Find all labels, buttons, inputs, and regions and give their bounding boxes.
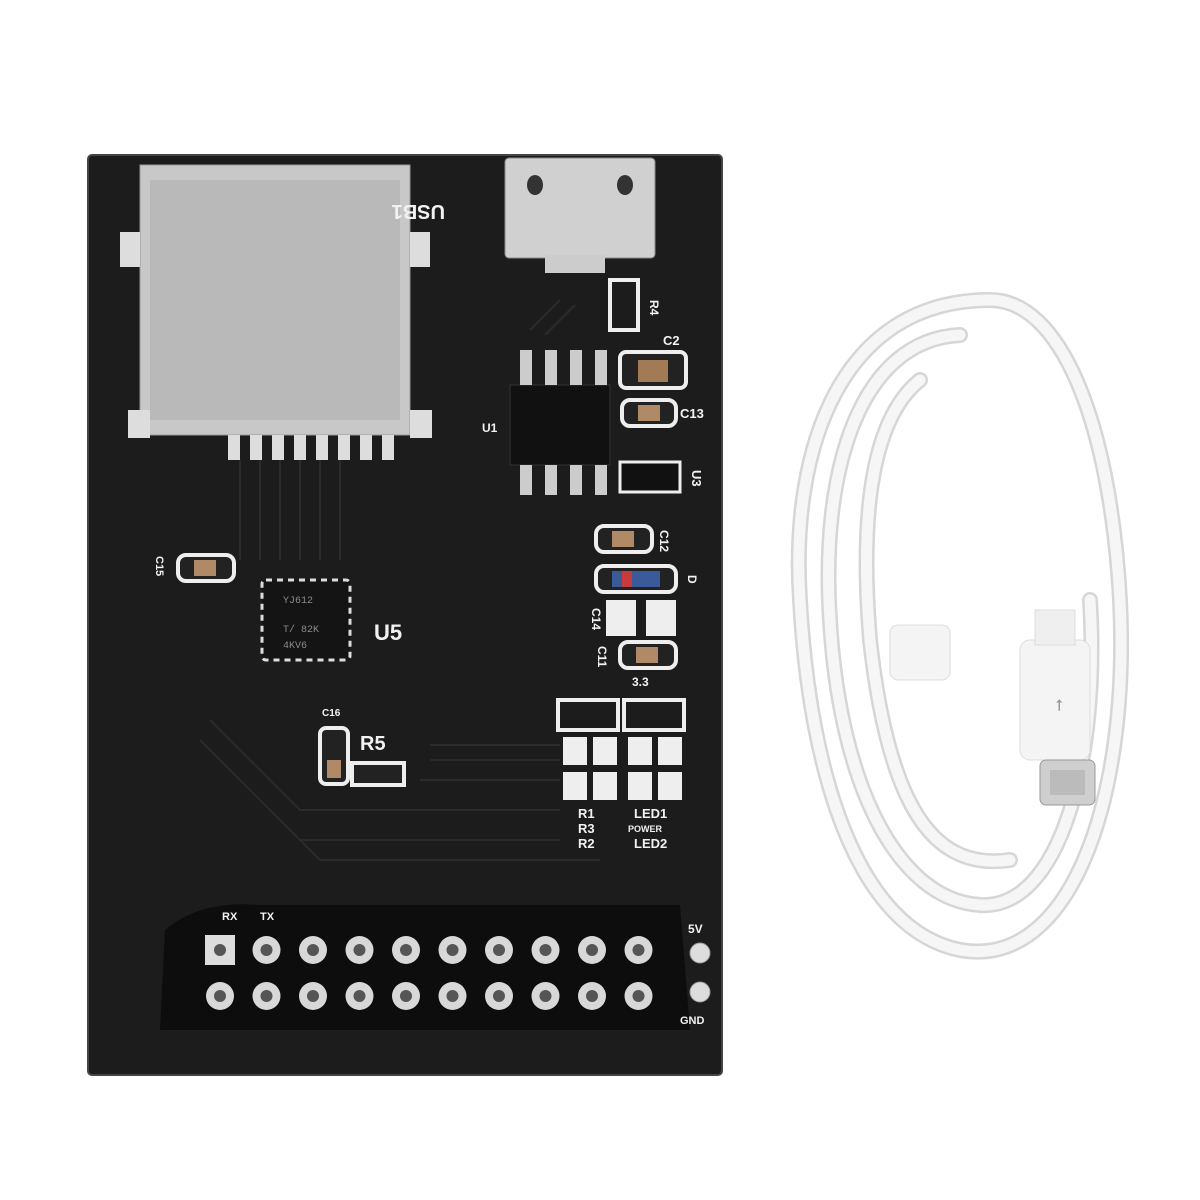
5v-label: 5V [688, 922, 703, 936]
pin-hole [446, 944, 459, 956]
pin-hole [400, 990, 412, 1002]
u5-marking-line: 4KV6 [283, 641, 307, 652]
usb-a-plug [1019, 609, 1091, 761]
power-label: POWER [628, 824, 663, 834]
pin-hole [586, 990, 598, 1002]
micro-usb-plug [1039, 759, 1096, 806]
pin-hole [539, 944, 552, 956]
5v-pad [689, 942, 711, 964]
u3-label: U3 [689, 470, 704, 487]
u5-chip: YJ612 T/ 82K 4KV6 [260, 578, 352, 662]
u1-chip [509, 350, 611, 495]
r5-label: R5 [360, 733, 386, 755]
pin-hole [539, 990, 552, 1002]
pin-hole [446, 990, 459, 1002]
pin-hole [493, 990, 505, 1002]
c16-label: C16 [322, 708, 341, 719]
tx-label: TX [260, 911, 275, 923]
pcb-board: USB1 U1 R4 C2 C13 U3 C12 [87, 154, 723, 1076]
u5-marking-line: T/ 82K [283, 624, 319, 636]
c13-label: C13 [680, 406, 704, 421]
pin-hole [260, 944, 273, 956]
gnd-label: GND [680, 1015, 705, 1027]
pin-hole [307, 944, 319, 956]
pin-hole [214, 944, 226, 956]
usb-symbol-icon: ⭠ [1051, 699, 1068, 712]
u1-label: U1 [482, 421, 498, 435]
led2-label: LED2 [634, 836, 667, 851]
cable-strain-relief [889, 624, 951, 681]
c14-pad [606, 600, 636, 636]
c11-label: C11 [595, 646, 609, 668]
pin-hole [214, 990, 226, 1002]
pin-hole [586, 944, 598, 956]
pin-hole [307, 990, 319, 1002]
c14-label: C14 [589, 608, 603, 630]
usb1-label: USB1 [392, 200, 445, 222]
rx-label: RX [222, 911, 238, 923]
c2-label: C2 [663, 333, 680, 348]
r3-label: R3 [578, 821, 595, 836]
pin-hole [260, 990, 273, 1002]
pin-hole [353, 944, 366, 956]
pin-hole [400, 944, 412, 956]
c14-pad [646, 600, 676, 636]
c15-label: C15 [153, 556, 165, 576]
c12-label: C12 [657, 530, 671, 552]
pin-hole [632, 990, 645, 1002]
resistor-led-pads [556, 698, 686, 800]
r1-label: R1 [578, 806, 595, 821]
r2-label: R2 [578, 836, 595, 851]
pin-hole [632, 944, 645, 956]
v33-label: 3.3 [632, 675, 649, 689]
r4-label: R4 [647, 300, 661, 316]
micro-usb-port [504, 157, 656, 273]
u5-label: U5 [374, 620, 402, 645]
usb-cable [790, 292, 1130, 960]
led1-label: LED1 [634, 806, 667, 821]
u5-marking-line: YJ612 [283, 596, 313, 607]
header-pins [205, 935, 653, 1010]
pin-hole [493, 944, 505, 956]
pin-hole [353, 990, 366, 1002]
r4-resistor [608, 278, 640, 332]
sd-card-slot [120, 164, 432, 460]
gnd-pad [689, 981, 711, 1003]
header-blob [160, 904, 690, 1030]
r5-resistor [350, 761, 406, 787]
u3-regulator [618, 460, 682, 494]
traces [199, 299, 600, 861]
d-label: D [685, 575, 699, 584]
